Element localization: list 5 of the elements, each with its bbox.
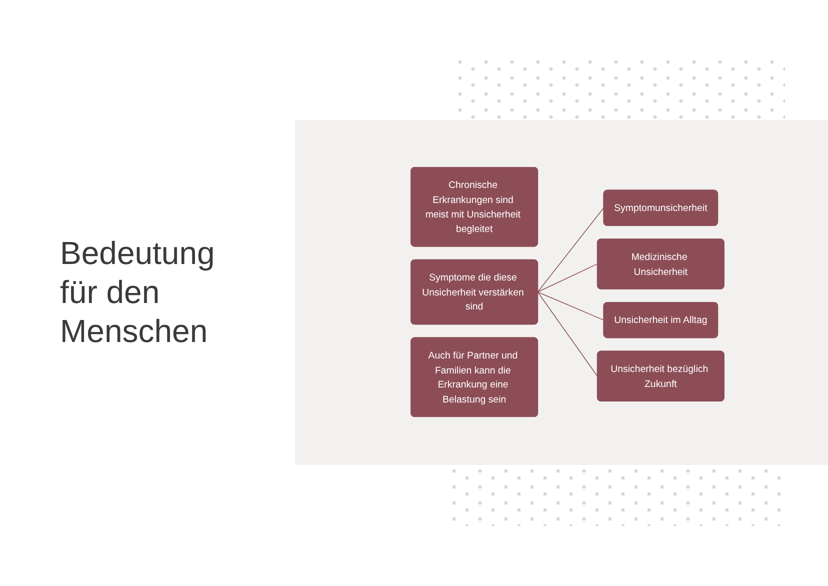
connector <box>537 292 598 377</box>
connector <box>537 207 604 292</box>
title: Bedeutung für den Menschen <box>60 234 216 352</box>
connector <box>537 264 598 292</box>
connector <box>537 292 604 320</box>
